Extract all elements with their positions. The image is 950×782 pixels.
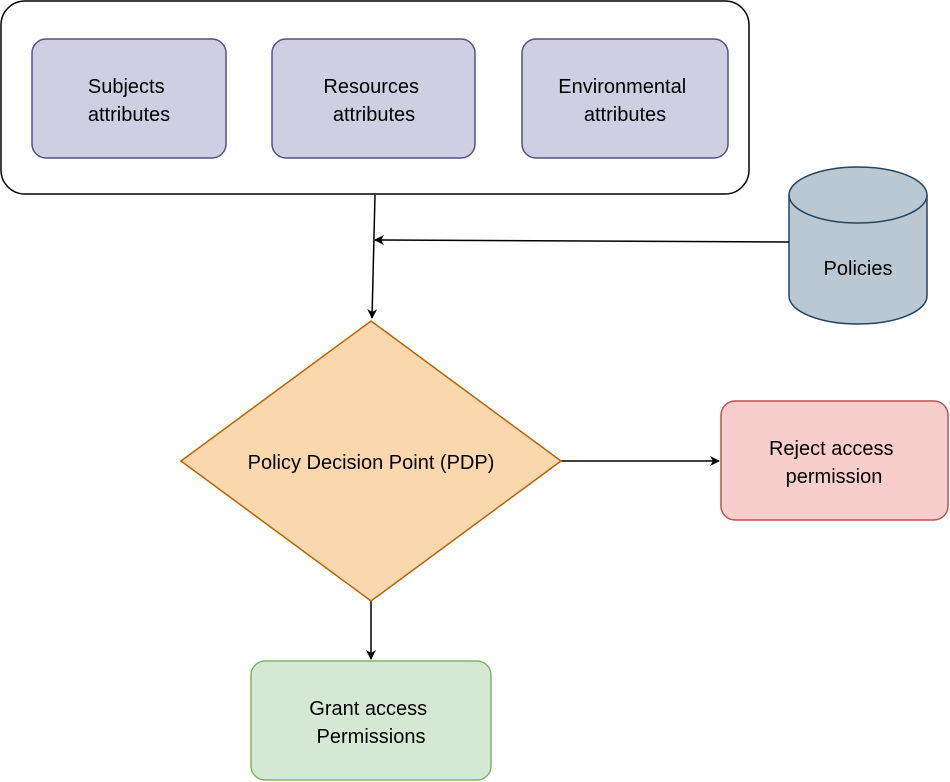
grant-access-box: Grant access Permissions <box>250 660 492 781</box>
svg-text:Resources attributes: Resources attributes <box>323 76 424 126</box>
pdp-diamond <box>179 320 563 602</box>
pdp-label: Policy Decision Point (PDP) <box>248 452 495 474</box>
policies-cylinder-top-rim <box>788 194 928 224</box>
policies-to-flow-arrow <box>374 235 790 246</box>
policies-cylinder-body <box>788 166 928 325</box>
subjects-attributes-line-1: Subjects <box>88 76 165 98</box>
policies-label: Policies <box>824 258 893 280</box>
grant-line-2: Permissions <box>317 726 426 748</box>
reject-line-2: permission <box>786 466 883 488</box>
svg-text:Reject access permission: Reject access permission <box>769 438 899 488</box>
attributes-to-pdp-arrow <box>367 194 378 319</box>
svg-text:Subjects attributes: Subjects attributes <box>88 76 170 126</box>
svg-text:Grant access Permissions: Grant access Permissions <box>309 698 432 748</box>
svg-text:Environmental attributes: Environmental attributes <box>558 76 691 126</box>
environmental-attributes-line-2: attributes <box>584 104 666 126</box>
resources-attributes-line-2: attributes <box>333 104 415 126</box>
grant-line-1: Grant access <box>309 698 427 720</box>
policies-database: Policies <box>788 166 928 325</box>
environmental-attributes-box: Environmental attributes <box>521 38 729 159</box>
subjects-attributes-box: Subjects attributes <box>31 38 227 159</box>
resources-attributes-box: Resources attributes <box>271 38 476 159</box>
reject-access-box: Reject access permission <box>720 400 949 521</box>
environmental-attributes-line-1: Environmental <box>558 76 686 98</box>
policy-decision-point: Policy Decision Point (PDP) <box>179 320 563 602</box>
subjects-attributes-line-2: attributes <box>88 104 170 126</box>
resources-attributes-line-1: Resources <box>323 76 419 98</box>
reject-line-1: Reject access <box>769 438 894 460</box>
